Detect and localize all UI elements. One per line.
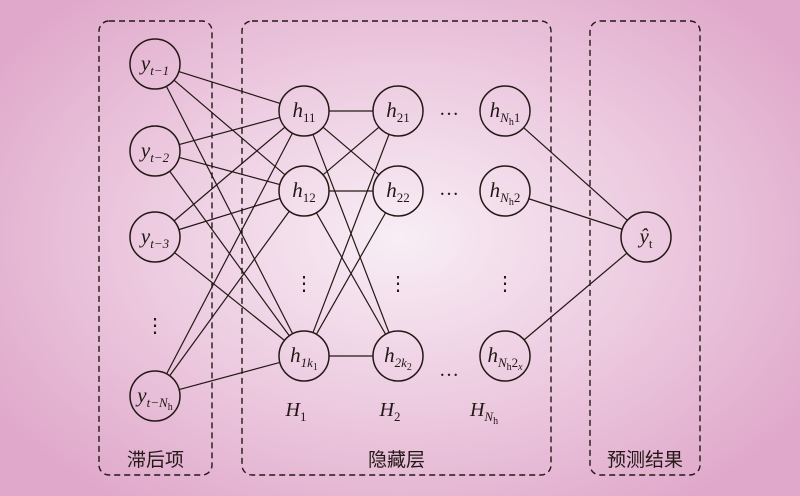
edge-input-layer1 bbox=[165, 85, 294, 335]
layern-node-circle bbox=[479, 330, 531, 382]
layer2-node-label: h2k2 bbox=[384, 343, 412, 373]
layer1-node-label: h1k1 bbox=[290, 343, 318, 373]
layer-label-h2: H2 bbox=[379, 399, 401, 424]
layern-node-circle bbox=[479, 165, 531, 217]
layer1-node-circle bbox=[278, 165, 330, 217]
layer1-node-0: h11 bbox=[278, 85, 330, 137]
layern-node-2: hNh2x bbox=[479, 330, 531, 382]
edge-input-layer1 bbox=[178, 197, 281, 231]
input-node-label: yt−1 bbox=[139, 51, 169, 78]
input-node-label: yt−3 bbox=[139, 224, 170, 251]
layern-node-label: hNh2x bbox=[487, 343, 523, 373]
layer2-node-1: h22 bbox=[372, 165, 424, 217]
ellipsis-vertical-input: ⋮ bbox=[145, 315, 165, 337]
layer2-node-2: h2k2 bbox=[372, 330, 424, 382]
hidden-layers-title: 隐藏层 bbox=[368, 449, 425, 471]
edge-input-layer1 bbox=[174, 252, 285, 341]
layer2-node-circle bbox=[372, 165, 424, 217]
edge-input-layer1 bbox=[169, 210, 290, 377]
edge-layer1-layer2 bbox=[322, 126, 380, 176]
edge-layer1-layer2 bbox=[315, 212, 387, 335]
input-node-1: yt−2 bbox=[129, 125, 181, 177]
layern-node-0: hNh1 bbox=[479, 85, 531, 137]
edge-input-layer1 bbox=[173, 79, 286, 176]
ellipsis-horizontal: … bbox=[439, 178, 459, 200]
layer-label-hn: HNh bbox=[469, 399, 498, 427]
edge-input-layer1 bbox=[166, 132, 293, 375]
layer1-node-label: h11 bbox=[292, 98, 315, 125]
prediction-title: 预测结果 bbox=[607, 449, 683, 471]
lag-terms-box bbox=[98, 20, 213, 476]
layer1-node-circle bbox=[278, 85, 330, 137]
input-node-0: yt−1 bbox=[129, 38, 181, 90]
nodes: yt−1 yt−2 yt−3 yt−Nh h11 h12 h1k1 h21 h22 h2k2 hNh… bbox=[129, 38, 672, 422]
layer2-node-label: h22 bbox=[386, 178, 410, 205]
ellipsis-vertical-layer1: ⋮ bbox=[294, 273, 314, 295]
edge-input-layer1 bbox=[178, 70, 281, 105]
output-node-0: ŷt bbox=[620, 211, 672, 263]
edges bbox=[165, 70, 628, 391]
layer1-node-1: h12 bbox=[278, 165, 330, 217]
layer2-node-0: h21 bbox=[372, 85, 424, 137]
layern-node-label: hNh2 bbox=[490, 178, 521, 208]
layer-label-h1: H1 bbox=[285, 399, 307, 424]
input-node-circle bbox=[129, 125, 181, 177]
layern-node-circle bbox=[479, 85, 531, 137]
input-node-2: yt−3 bbox=[129, 211, 181, 263]
prediction-box bbox=[589, 20, 701, 476]
edge-input-layer1 bbox=[178, 361, 281, 391]
output-node-label: ŷt bbox=[638, 224, 653, 251]
edge-layer1-layer2 bbox=[312, 134, 390, 333]
layer2-node-label: h21 bbox=[386, 98, 410, 125]
ellipsis-vertical-layern: ⋮ bbox=[495, 273, 515, 295]
input-node-label: yt−2 bbox=[139, 138, 170, 165]
edge-layern-output bbox=[523, 127, 628, 221]
ellipsis-horizontal: … bbox=[439, 98, 459, 120]
layer2-node-circle bbox=[372, 85, 424, 137]
layern-node-label: hNh1 bbox=[490, 98, 521, 128]
output-node-circle bbox=[620, 211, 672, 263]
ellipsis-vertical-layer2: ⋮ bbox=[388, 273, 408, 295]
input-node-circle bbox=[129, 370, 181, 422]
layer2-node-circle bbox=[372, 330, 424, 382]
input-node-circle bbox=[129, 38, 181, 90]
hidden-layers-box bbox=[241, 20, 552, 476]
input-node-label: yt−Nh bbox=[135, 383, 172, 413]
edge-layern-output bbox=[528, 198, 623, 230]
ellipsis-horizontal: … bbox=[439, 359, 459, 381]
layer1-node-label: h12 bbox=[292, 178, 316, 205]
edge-input-layer1 bbox=[178, 156, 281, 186]
edge-input-layer1 bbox=[178, 116, 281, 146]
layern-node-1: hNh2 bbox=[479, 165, 531, 217]
layer1-node-2: h1k1 bbox=[278, 330, 330, 382]
input-node-3: yt−Nh bbox=[129, 370, 181, 422]
edge-input-layer1 bbox=[173, 126, 286, 222]
ellipses: … … … ⋮ ⋮ ⋮ ⋮ bbox=[145, 98, 515, 381]
edge-layern-output bbox=[523, 252, 628, 341]
lag-terms-title: 滞后项 bbox=[127, 449, 184, 471]
layer1-node-circle bbox=[278, 330, 330, 382]
input-node-circle bbox=[129, 211, 181, 263]
